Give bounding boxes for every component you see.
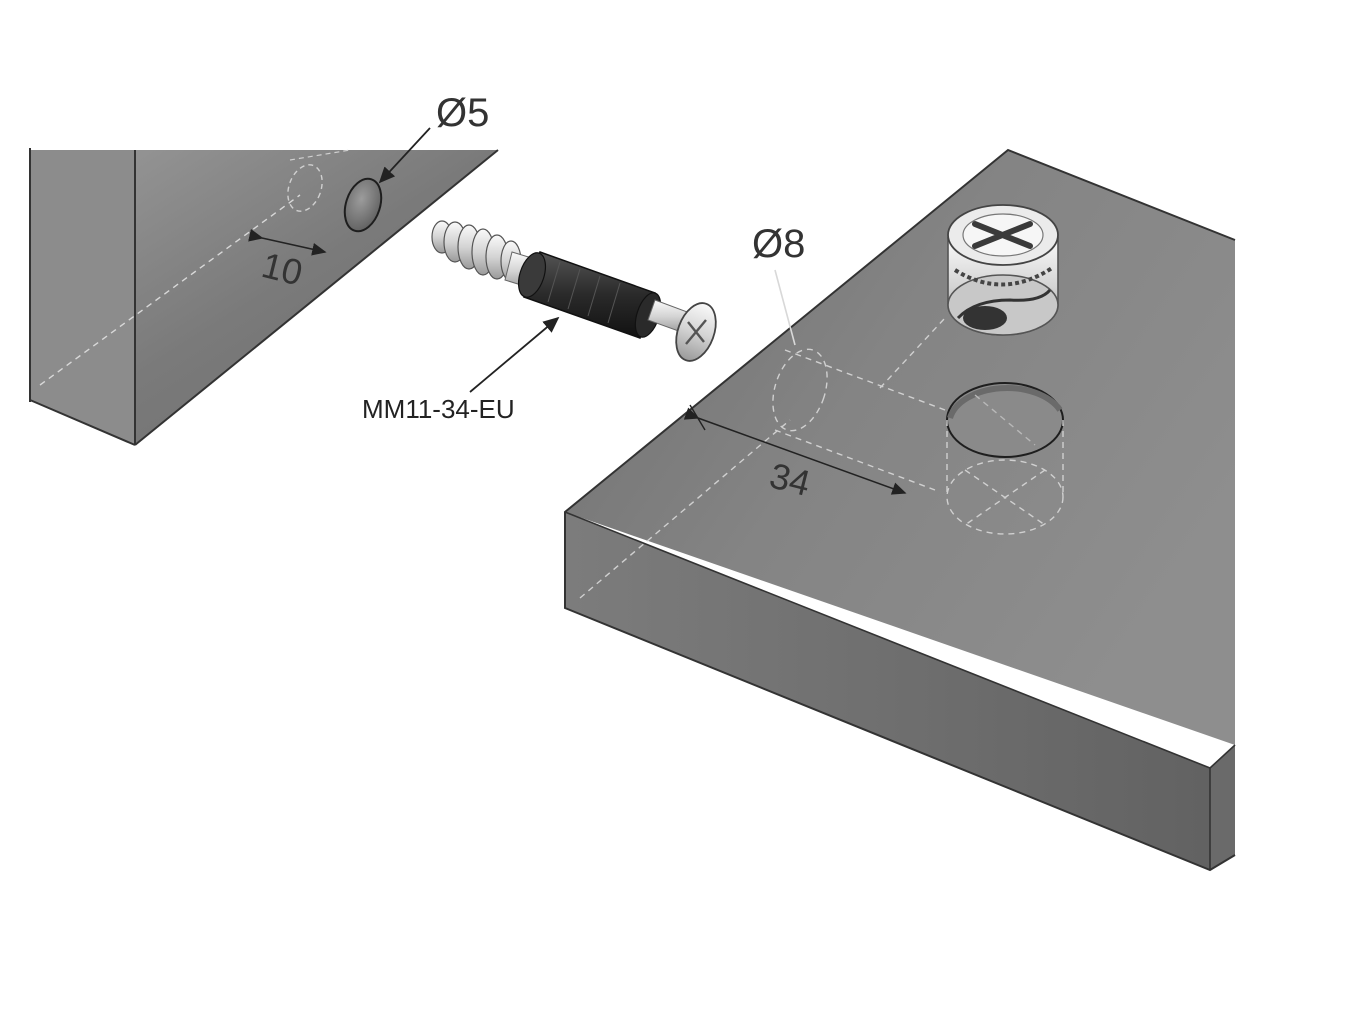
bolt-spacing-label: 34 bbox=[766, 455, 815, 504]
right-panel-hidden-line-4 bbox=[879, 317, 946, 389]
left-panel-side-strip bbox=[30, 150, 135, 445]
right-panel-front-top-edge bbox=[564, 511, 1211, 769]
bolt-spacing-dimension-line bbox=[683, 407, 907, 495]
cam-lock-ridges bbox=[953, 266, 1054, 287]
left-panel-edge-bottom bbox=[29, 399, 136, 446]
left-panel-edge-diagonal bbox=[134, 149, 499, 446]
right-panel-front-face bbox=[565, 512, 1210, 870]
cam-lock-hook-icon bbox=[956, 288, 1052, 320]
part-number-leader bbox=[469, 316, 560, 393]
cam-lock-slot bbox=[963, 306, 1007, 330]
bolt-head-cross-icon bbox=[685, 319, 707, 345]
cam-bore-cross-b bbox=[964, 469, 1046, 526]
left-panel-hole-centre bbox=[289, 149, 351, 161]
left-panel-hidden-line bbox=[39, 194, 301, 386]
right-panel-back-edge bbox=[1209, 744, 1236, 769]
cam-bore-inner-shadow bbox=[947, 384, 1063, 419]
right-panel-outline bbox=[564, 148, 1236, 872]
small-hole-leader bbox=[378, 127, 431, 184]
left-panel-dashed-hole bbox=[287, 164, 323, 212]
cam-lock-cross-icon bbox=[972, 221, 1033, 249]
cam-bore-dashed-bottom bbox=[946, 459, 1064, 535]
large-hole-leader bbox=[774, 269, 796, 346]
bolt-sleeve bbox=[517, 251, 662, 339]
bolt-spacing-extension-left bbox=[689, 404, 706, 431]
right-panel bbox=[564, 148, 1236, 872]
right-panel-side-strip bbox=[1210, 745, 1235, 870]
part-number-label: MM11-34-EU bbox=[362, 394, 515, 424]
right-panel-dashed-hole-end bbox=[772, 348, 828, 432]
small-hole-diameter-label: Ø5 bbox=[436, 91, 489, 135]
small-hole bbox=[343, 177, 383, 233]
cam-lock bbox=[947, 204, 1059, 336]
bolt-thread bbox=[431, 220, 522, 282]
right-panel-hidden-line-1 bbox=[579, 419, 791, 599]
left-panel-face bbox=[30, 150, 498, 445]
edge-distance-label: 10 bbox=[258, 244, 307, 293]
cam-bore-cross-c bbox=[974, 394, 1036, 446]
large-hole-diameter-label: Ø8 bbox=[752, 222, 805, 266]
connecting-bolt bbox=[431, 220, 717, 362]
edge-distance-dimension-line bbox=[248, 228, 327, 256]
left-panel bbox=[29, 148, 499, 446]
